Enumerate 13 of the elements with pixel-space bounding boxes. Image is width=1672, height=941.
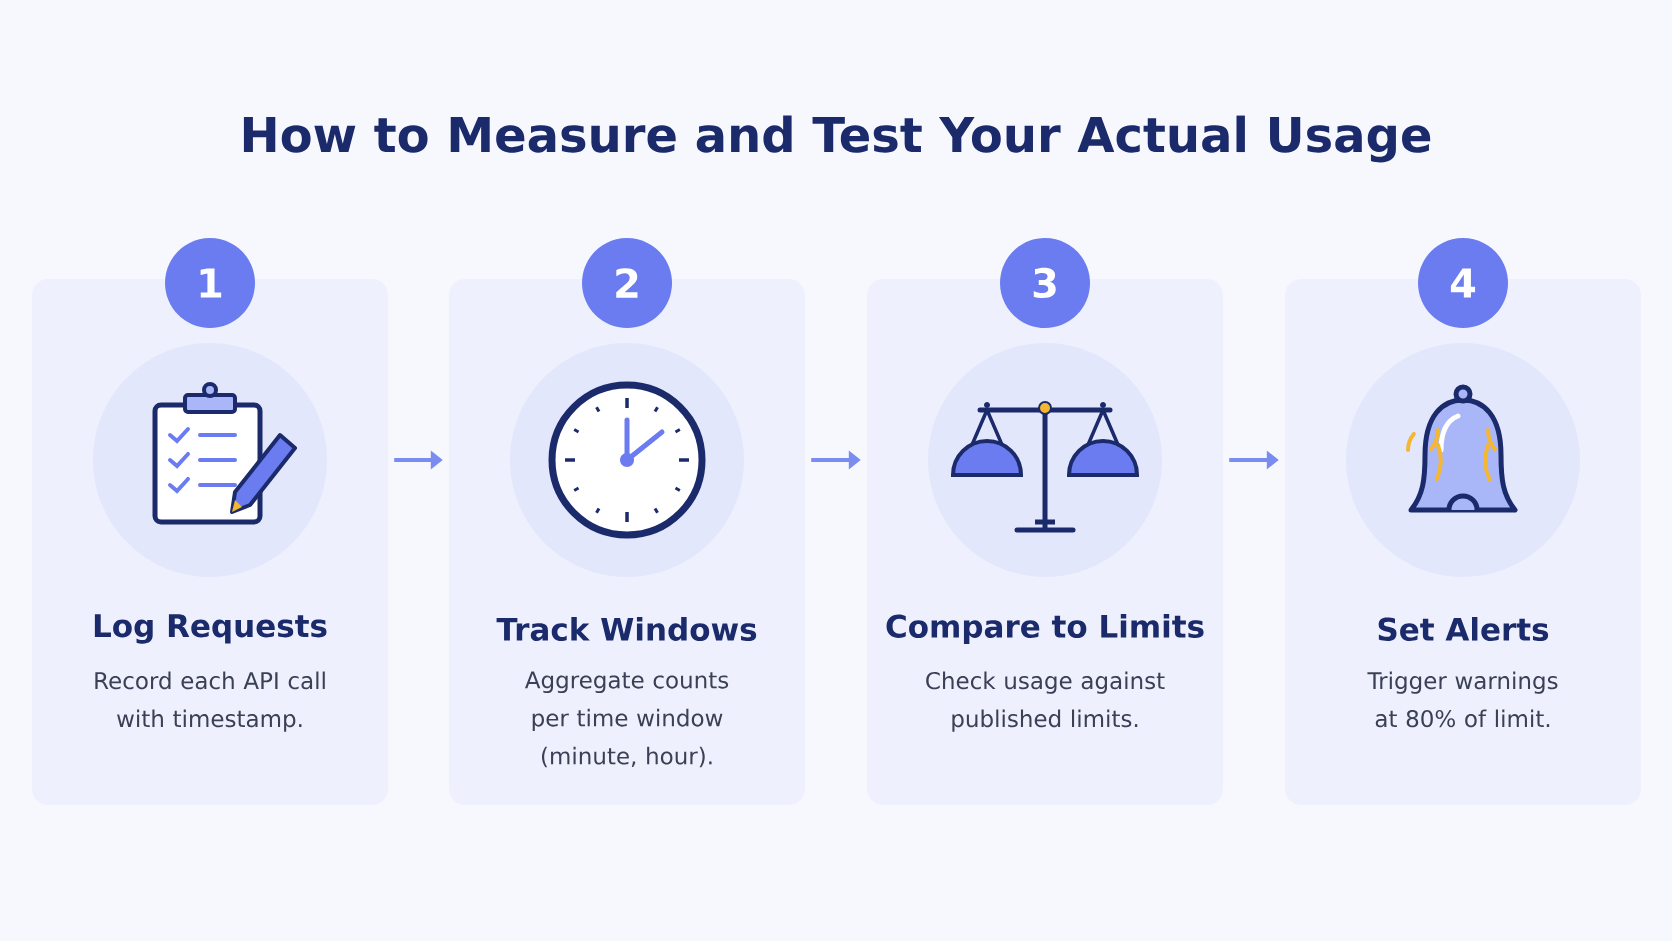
number-badge: 2	[582, 238, 672, 328]
card-heading: Set Alerts	[1378, 617, 1549, 641]
number-badge: 1	[165, 238, 255, 328]
card-description: Aggregate counts per time window (minute, hour).	[524, 671, 729, 768]
card-heading: Log Requests	[94, 614, 327, 644]
number-badge: 3	[1000, 238, 1090, 328]
card-description: Trigger warnings at 80% of limit.	[1367, 671, 1558, 728]
title: How to Measure and Test Your Actual Usage	[243, 115, 1431, 163]
card-description: Check usage against published limits.	[926, 671, 1165, 732]
card-heading: Track Windows	[496, 617, 757, 641]
card-heading: Compare to Limits	[886, 614, 1204, 644]
number-badge: 4	[1418, 238, 1508, 328]
card-description: Record each API call with timestamp.	[95, 671, 325, 732]
